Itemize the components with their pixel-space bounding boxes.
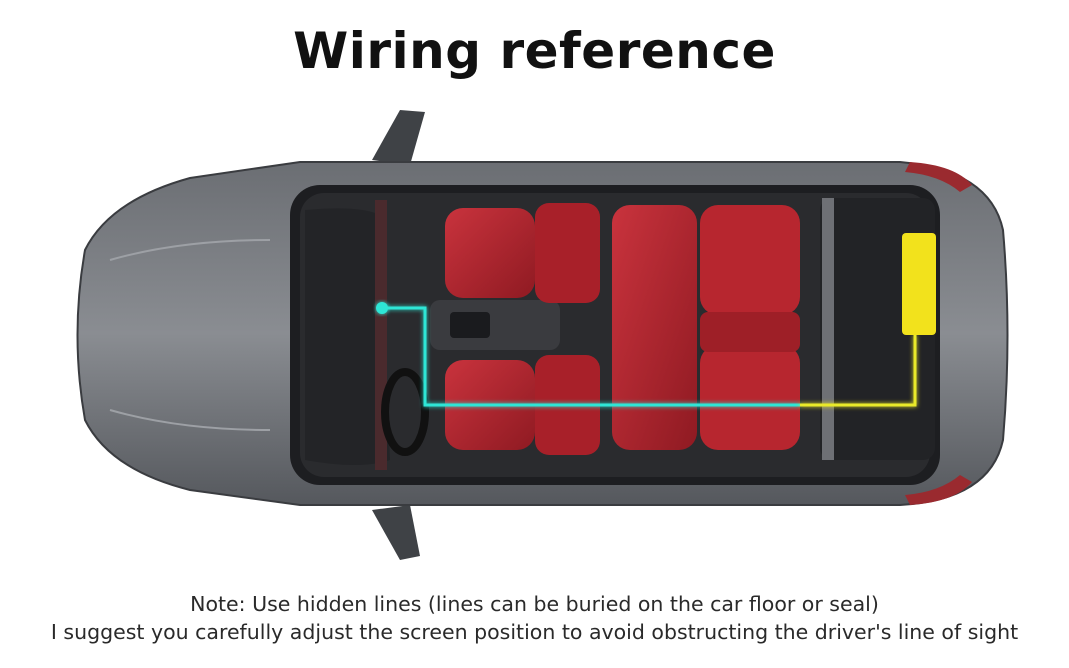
power-box-icon bbox=[902, 233, 936, 335]
wire-start-dot bbox=[376, 302, 388, 314]
wire-yellow bbox=[800, 335, 917, 407]
rear-seat bbox=[612, 205, 800, 450]
tail-light-bottom bbox=[905, 475, 972, 505]
wire-cyan bbox=[382, 306, 800, 407]
side-mirror-bottom bbox=[372, 505, 420, 560]
dashboard bbox=[305, 208, 390, 466]
tail-light-top bbox=[905, 162, 972, 192]
side-mirror-top bbox=[372, 110, 425, 165]
note-line-2: I suggest you carefully adjust the scree… bbox=[50, 620, 1019, 644]
center-console bbox=[430, 300, 560, 350]
note-line-1: Note: Use hidden lines (lines can be bur… bbox=[190, 592, 879, 616]
page-title: Wiring reference bbox=[293, 22, 776, 80]
front-seat-top bbox=[445, 203, 600, 303]
steering-wheel bbox=[381, 368, 429, 456]
